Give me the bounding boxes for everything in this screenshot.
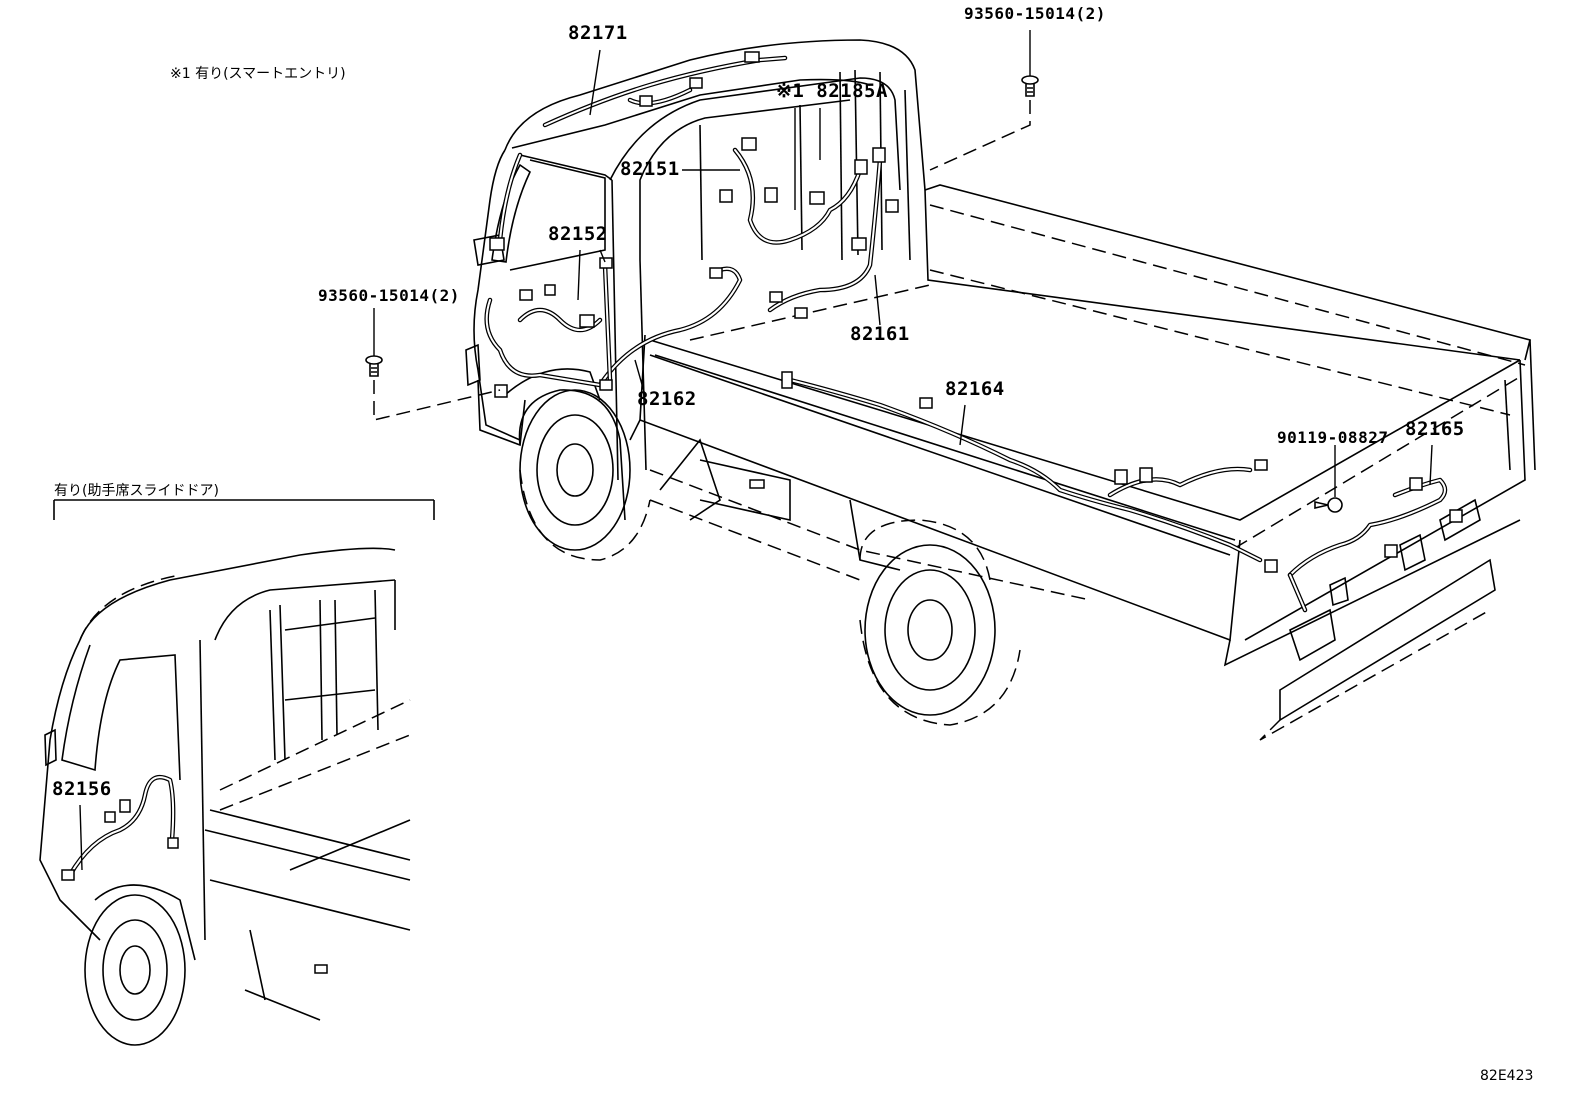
part-label-bolt-left: 93560-15014(2) — [318, 286, 460, 305]
bolt-left-icon — [365, 355, 383, 377]
part-label-82164: 82164 — [945, 378, 1005, 400]
part-label-82161: 82161 — [850, 323, 910, 345]
wire-harnesses — [484, 55, 1448, 613]
figure-code: 82E423 — [1480, 1068, 1534, 1084]
part-label-82151: 82151 — [620, 158, 680, 180]
clip-icon — [1314, 497, 1343, 513]
part-label-82162: 82162 — [637, 388, 697, 410]
part-label-82185a: ※1 82185A — [776, 80, 888, 102]
slide-door-inset — [39, 499, 435, 1046]
smart-entry-note: ※1 有り(スマートエントリ) — [170, 66, 346, 82]
part-label-82165: 82165 — [1405, 418, 1465, 440]
truck-cab-outline — [465, 39, 926, 561]
connectors — [489, 51, 1463, 573]
bolt-top-icon — [1021, 75, 1039, 97]
slide-door-note: 有り(助手席スライドドア) — [54, 483, 219, 499]
leader-lines — [373, 30, 1433, 497]
truck-bed-outline — [629, 184, 1536, 741]
part-label-82171: 82171 — [568, 22, 628, 44]
part-label-clip: 90119-08827 — [1277, 428, 1389, 447]
part-label-bolt-top: 93560-15014(2) — [964, 4, 1106, 23]
part-label-82156: 82156 — [52, 778, 112, 800]
part-label-82152: 82152 — [548, 223, 608, 245]
